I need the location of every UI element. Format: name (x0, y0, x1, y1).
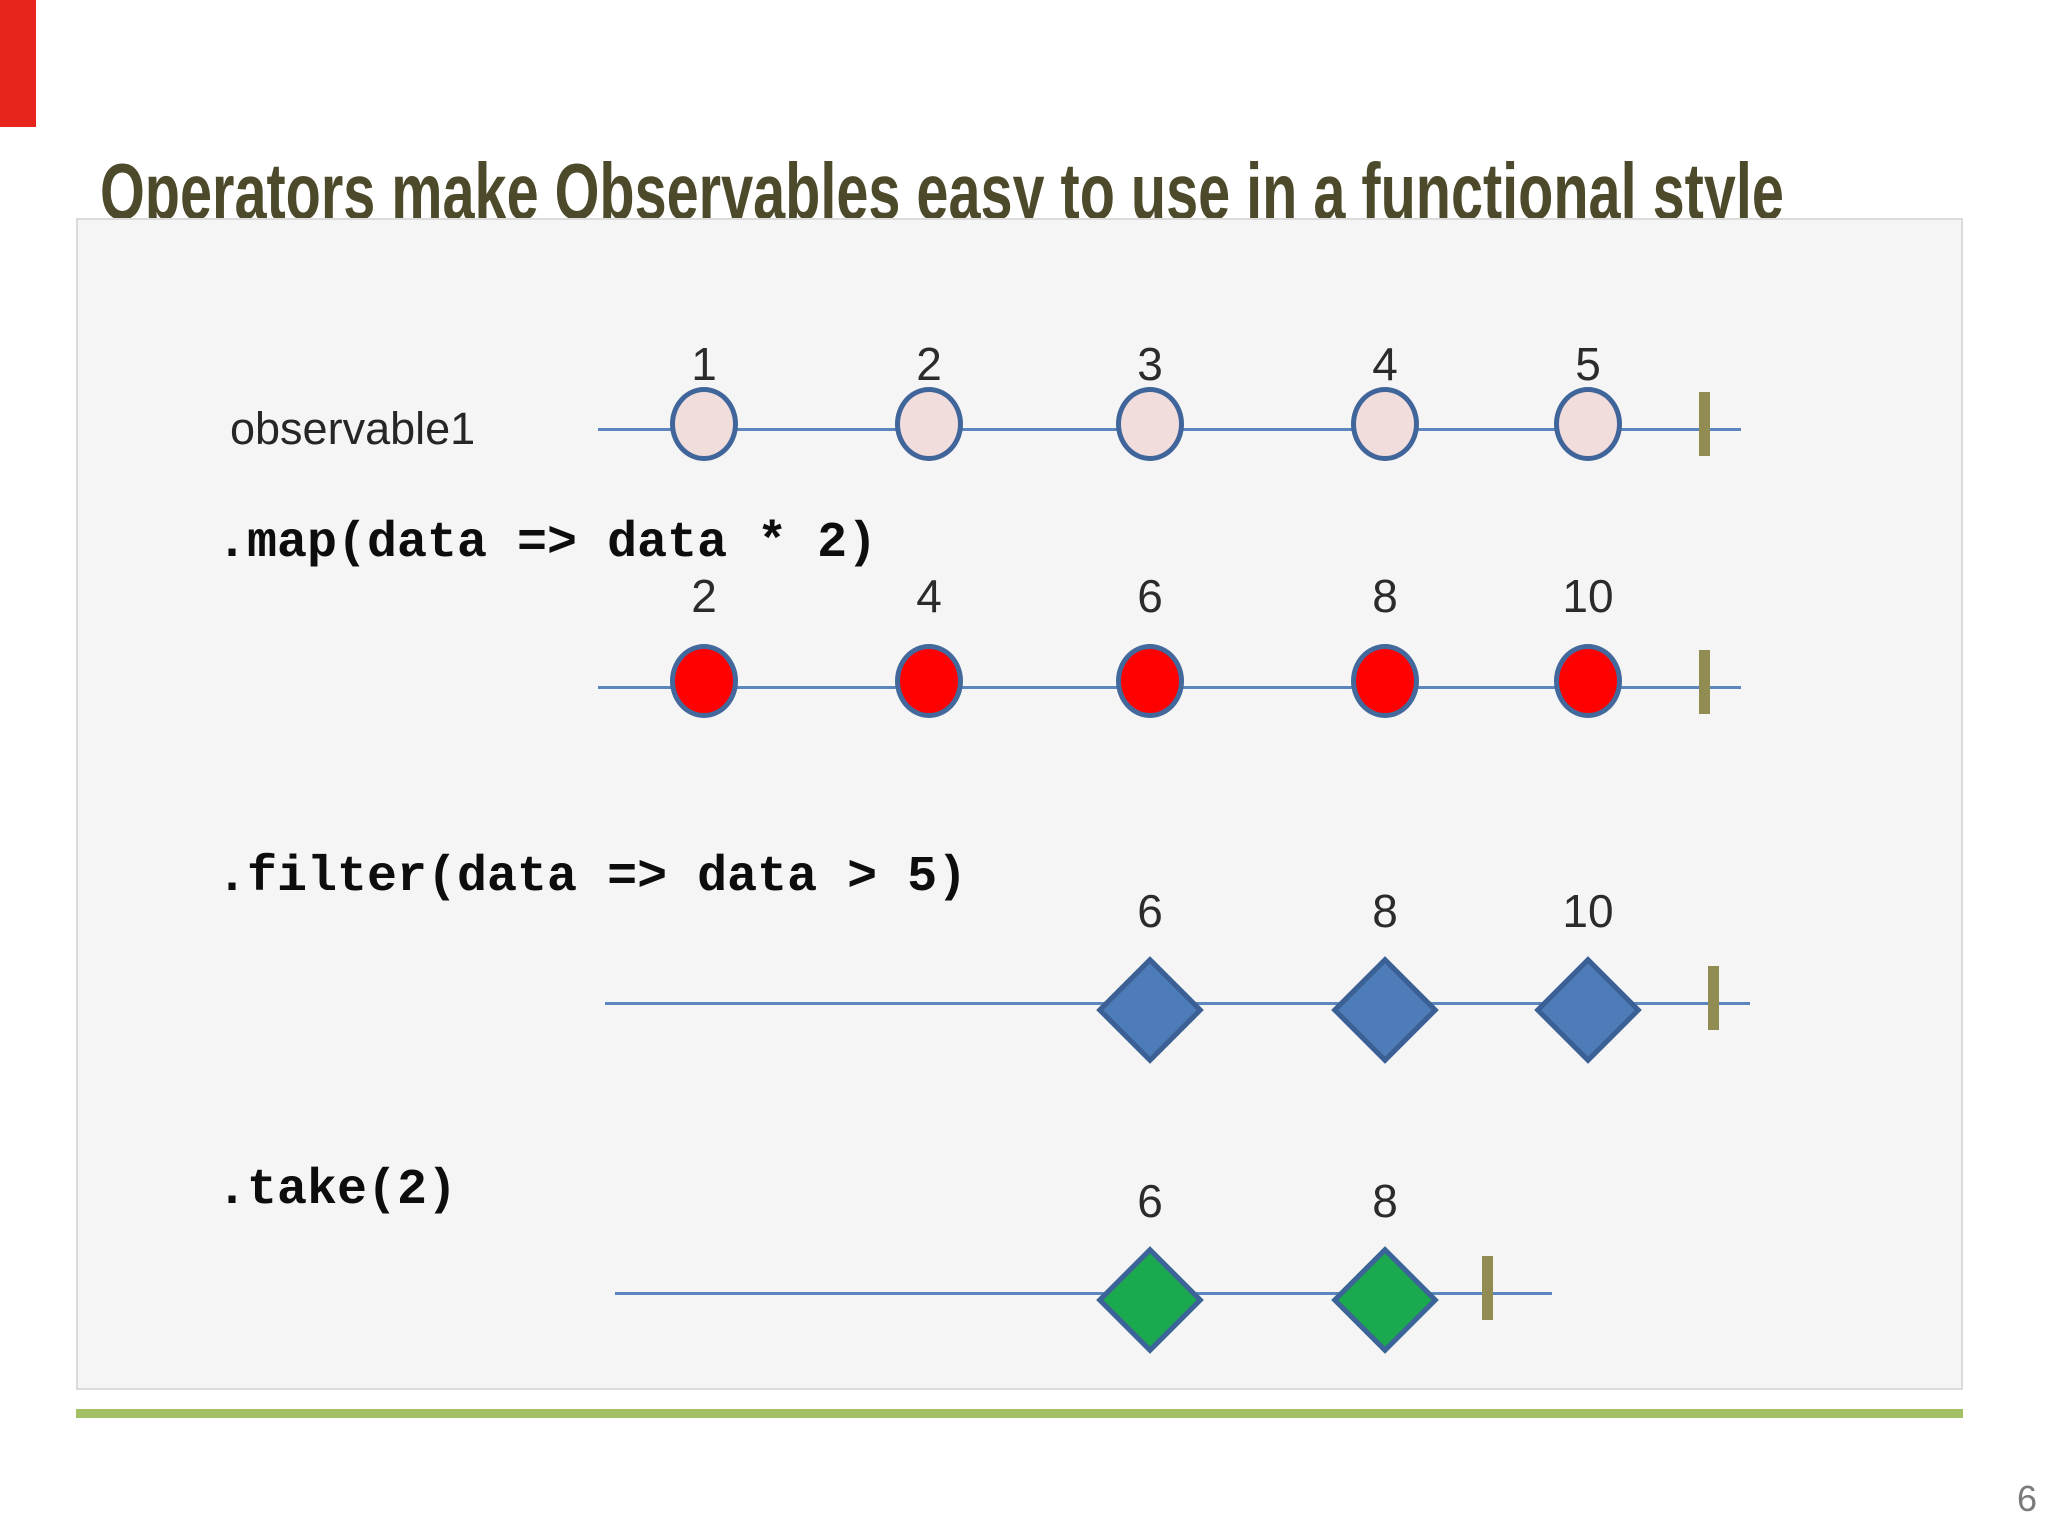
observable1-value: 5 (1575, 338, 1601, 390)
filter-value: 6 (1137, 885, 1163, 937)
filter-marble (1534, 956, 1642, 1064)
map-value: 2 (691, 570, 717, 622)
observable1-marble (670, 387, 738, 461)
take-marble (1096, 1246, 1204, 1354)
observable1-marble (1351, 387, 1419, 461)
take-value: 8 (1372, 1175, 1398, 1227)
map-marble (1116, 644, 1184, 718)
map-value: 10 (1562, 570, 1614, 622)
observable1-value: 2 (916, 338, 942, 390)
slide-title: Operators make Observables easy to use i… (100, 146, 1784, 236)
observable1-value: 1 (691, 338, 717, 390)
filter-value: 10 (1562, 885, 1614, 937)
take-value: 6 (1137, 1175, 1163, 1227)
observable1-label: observable1 (230, 403, 476, 454)
map-marble (1554, 644, 1622, 718)
filter-complete-tick (1708, 966, 1719, 1030)
observable1-marble (1554, 387, 1622, 461)
observable1-complete-tick (1699, 392, 1710, 456)
page-number: 6 (2016, 1478, 2038, 1519)
take-marble (1331, 1246, 1439, 1354)
map-complete-tick (1699, 650, 1710, 714)
map-value: 6 (1137, 570, 1163, 622)
map-marble (895, 644, 963, 718)
filter-marble (1096, 956, 1204, 1064)
observable1-value: 4 (1372, 338, 1398, 390)
observable1-marble (1116, 387, 1184, 461)
observable1-marble (895, 387, 963, 461)
take-timeline (615, 1292, 1552, 1295)
take-complete-tick (1482, 1256, 1493, 1320)
filter-label: .filter(data => data > 5) (217, 849, 968, 906)
red-corner-bar (0, 0, 36, 127)
observable1-value: 3 (1137, 338, 1163, 390)
bottom-accent-rule (76, 1409, 1963, 1418)
take-label: .take(2) (217, 1162, 458, 1219)
map-label: .map(data => data * 2) (217, 515, 878, 572)
map-value: 8 (1372, 570, 1398, 622)
diagram-panel (76, 218, 1963, 1390)
filter-marble (1331, 956, 1439, 1064)
filter-value: 8 (1372, 885, 1398, 937)
map-marble (1351, 644, 1419, 718)
map-value: 4 (916, 570, 942, 622)
map-marble (670, 644, 738, 718)
